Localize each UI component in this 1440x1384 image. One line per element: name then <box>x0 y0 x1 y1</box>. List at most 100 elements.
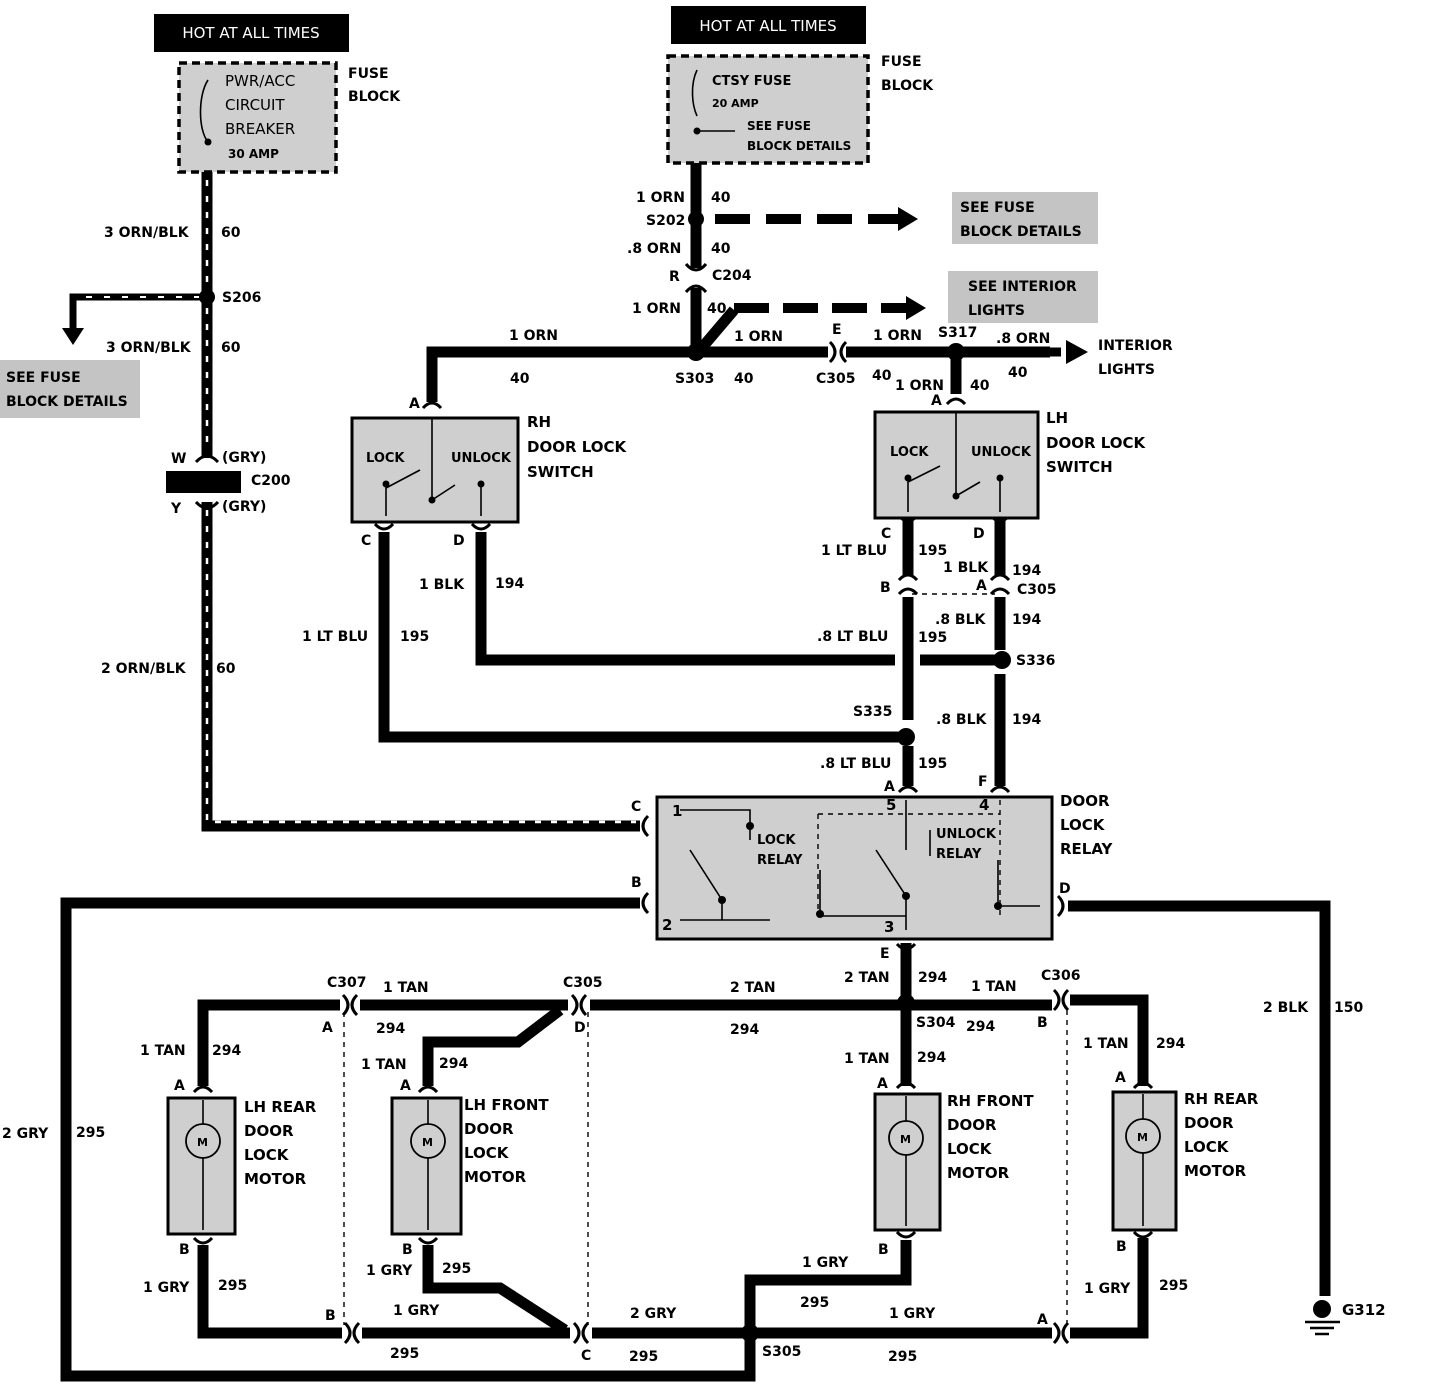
svg-text:SEE INTERIOR: SEE INTERIOR <box>968 279 1077 295</box>
splice-labels: S206 S202 S303 S317 S336 S335 S304 S305 … <box>222 213 1081 1360</box>
svg-text:SEE FUSE: SEE FUSE <box>960 200 1035 216</box>
svg-text:(GRY): (GRY) <box>222 499 266 515</box>
arrow-interior-lights <box>995 340 1088 364</box>
svg-text:S317: S317 <box>938 325 977 341</box>
rh-door-lock-switch: LOCK UNLOCK RH DOOR LOCK SWITCH <box>350 413 628 524</box>
svg-text:1 TAN: 1 TAN <box>383 980 429 996</box>
svg-text:LOCK: LOCK <box>1060 816 1106 834</box>
svg-text:4: 4 <box>979 796 989 814</box>
lh-front-door-lock-motor: M LH FRONT DOOR LOCK MOTOR <box>390 1096 549 1236</box>
svg-text:2 BLK: 2 BLK <box>1263 1000 1309 1016</box>
svg-text:60: 60 <box>221 340 241 356</box>
svg-text:1 TAN: 1 TAN <box>1083 1036 1129 1052</box>
svg-text:Y: Y <box>170 501 182 517</box>
svg-text:SEE FUSE: SEE FUSE <box>6 370 81 386</box>
svg-text:RELAY: RELAY <box>936 847 982 862</box>
svg-text:295: 295 <box>800 1295 829 1311</box>
interior-lights-label: INTERIOR LIGHTS <box>1098 338 1173 378</box>
fuse-block-center: CTSY FUSE 20 AMP SEE FUSE BLOCK DETAILS … <box>666 54 934 165</box>
svg-text:LOCK: LOCK <box>244 1146 290 1164</box>
svg-text:1 GRY: 1 GRY <box>889 1306 936 1322</box>
svg-text:1 GRY: 1 GRY <box>1084 1281 1131 1297</box>
svg-text:DOOR: DOOR <box>947 1116 997 1134</box>
svg-text:M: M <box>197 1136 208 1149</box>
splice-dots <box>199 211 1011 1342</box>
svg-text:C: C <box>631 799 641 815</box>
svg-text:A: A <box>322 1020 333 1036</box>
svg-text:MOTOR: MOTOR <box>464 1168 527 1186</box>
svg-text:3: 3 <box>884 918 894 936</box>
svg-text:LH REAR: LH REAR <box>244 1098 317 1116</box>
svg-text:DOOR LOCK: DOOR LOCK <box>1046 434 1147 452</box>
svg-text:C200: C200 <box>251 473 291 489</box>
svg-text:295: 295 <box>76 1125 105 1141</box>
svg-text:.8 BLK: .8 BLK <box>936 712 988 728</box>
svg-text:1 GRY: 1 GRY <box>143 1280 190 1296</box>
splice-s305 <box>741 1324 759 1342</box>
svg-text:DOOR: DOOR <box>244 1122 294 1140</box>
svg-text:3 ORN/BLK: 3 ORN/BLK <box>106 340 192 356</box>
svg-text:.8 LT BLU: .8 LT BLU <box>820 756 891 772</box>
svg-text:294: 294 <box>918 970 947 986</box>
svg-text:20 AMP: 20 AMP <box>712 97 759 110</box>
svg-text:1 ORN: 1 ORN <box>636 190 685 206</box>
svg-text:194: 194 <box>1012 563 1041 579</box>
svg-text:RH: RH <box>527 413 551 431</box>
svg-text:S336: S336 <box>1016 653 1055 669</box>
svg-text:30 AMP: 30 AMP <box>228 147 279 161</box>
svg-text:1 TAN: 1 TAN <box>971 979 1017 995</box>
svg-text:195: 195 <box>918 756 947 772</box>
svg-text:.8 BLK: .8 BLK <box>935 612 987 628</box>
wire-blk-194-rh <box>475 532 1002 666</box>
svg-text:1 ORN: 1 ORN <box>632 301 681 317</box>
svg-text:E: E <box>880 946 890 962</box>
svg-text:M: M <box>422 1136 433 1149</box>
svg-text:195: 195 <box>400 629 429 645</box>
svg-text:BLOCK: BLOCK <box>881 78 934 94</box>
svg-text:1 ORN: 1 ORN <box>873 328 922 344</box>
svg-text:S202: S202 <box>646 213 685 229</box>
door-lock-relay: 1 2 3 4 5 LOCK RELAY UNLOCK RELAY DOOR L… <box>655 792 1114 941</box>
svg-text:BLOCK DETAILS: BLOCK DETAILS <box>747 139 851 153</box>
svg-text:B: B <box>325 1308 336 1324</box>
svg-text:CIRCUIT: CIRCUIT <box>225 96 285 114</box>
svg-text:5: 5 <box>886 796 896 814</box>
arrow-s202 <box>715 207 918 231</box>
svg-text:40: 40 <box>510 371 530 387</box>
svg-text:40: 40 <box>707 301 727 317</box>
svg-text:F: F <box>978 774 988 790</box>
svg-text:S305: S305 <box>762 1344 801 1360</box>
svg-text:S304: S304 <box>916 1015 956 1031</box>
svg-text:2 TAN: 2 TAN <box>844 970 890 986</box>
svg-text:LOCK: LOCK <box>947 1140 993 1158</box>
svg-text:M: M <box>900 1133 911 1146</box>
svg-text:A: A <box>409 396 420 412</box>
svg-text:RH REAR: RH REAR <box>1184 1090 1259 1108</box>
svg-text:MOTOR: MOTOR <box>1184 1162 1247 1180</box>
svg-text:C305: C305 <box>1017 582 1057 598</box>
fuse-block-left: PWR/ACC CIRCUIT BREAKER 30 AMP FUSE BLOC… <box>177 61 401 174</box>
svg-text:B: B <box>402 1242 413 1258</box>
splice-s206 <box>199 289 215 305</box>
svg-text:LIGHTS: LIGHTS <box>968 303 1025 319</box>
svg-text:SWITCH: SWITCH <box>527 463 594 481</box>
svg-text:A: A <box>400 1078 411 1094</box>
svg-text:BREAKER: BREAKER <box>225 120 295 138</box>
svg-text:DOOR LOCK: DOOR LOCK <box>527 438 628 456</box>
svg-text:A: A <box>1115 1070 1126 1086</box>
svg-text:R: R <box>669 269 680 285</box>
svg-text:BLOCK: BLOCK <box>348 89 401 105</box>
wire-orn-blk-feed <box>201 172 640 832</box>
svg-text:1 ORN: 1 ORN <box>734 329 783 345</box>
svg-text:LH FRONT: LH FRONT <box>464 1096 549 1114</box>
svg-text:C305: C305 <box>816 371 856 387</box>
svg-text:A: A <box>931 393 942 409</box>
svg-text:A: A <box>884 779 895 795</box>
svg-text:C: C <box>581 1348 591 1364</box>
svg-text:294: 294 <box>212 1043 241 1059</box>
svg-text:D: D <box>453 533 465 549</box>
svg-text:M: M <box>1137 1131 1148 1144</box>
svg-text:1 BLK: 1 BLK <box>943 560 989 576</box>
svg-text:B: B <box>1116 1239 1127 1255</box>
svg-text:LOCK: LOCK <box>757 833 796 848</box>
